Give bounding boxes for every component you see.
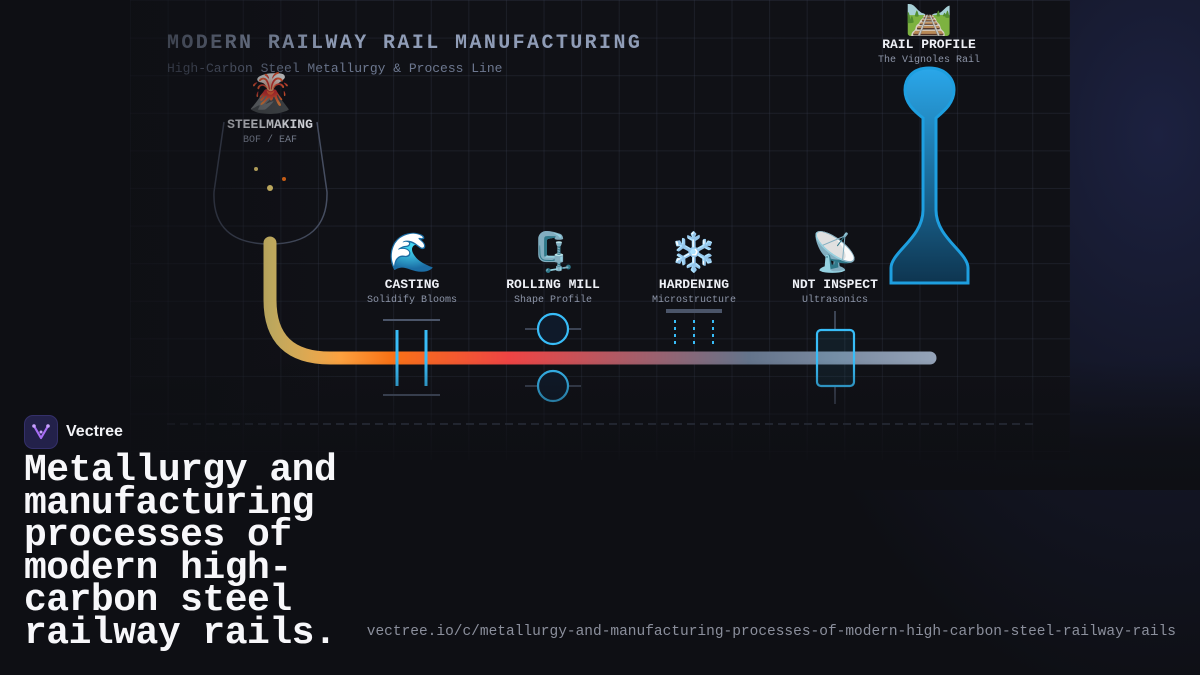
- diagram-subtitle: High-Carbon Steel Metallurgy & Process L…: [167, 61, 502, 76]
- brand-name: Vectree: [66, 423, 123, 440]
- stage-casting: 🌊 CASTING Solidify Blooms: [367, 230, 457, 306]
- stage-steelmaking: 🌋 STEELMAKING BOF / EAF: [227, 71, 313, 146]
- page-url-link[interactable]: vectree.io/c/metallurgy-and-manufacturin…: [366, 624, 1176, 640]
- headline: Metallurgy and manufacturing processes o…: [24, 449, 337, 655]
- stage-desc: BOF / EAF: [243, 134, 297, 146]
- stage-label: HARDENING: [659, 277, 729, 292]
- quench-spray-header: [666, 309, 722, 345]
- stage-hardening: ❄️ HARDENING Microstructure: [652, 230, 736, 306]
- vignoles-rail-profile: [889, 66, 970, 285]
- spark: [254, 167, 258, 171]
- stage-label: RAIL PROFILE: [882, 37, 976, 52]
- volcano-icon: 🌋: [246, 71, 293, 115]
- stage-rolling-mill: 🗜️ ROLLING MILL Shape Profile: [506, 230, 600, 306]
- stage-label: NDT INSPECT: [792, 277, 878, 292]
- stage-label: ROLLING MILL: [506, 277, 600, 292]
- railway-track-icon: 🛤️: [905, 0, 952, 37]
- spark: [282, 177, 286, 181]
- ultrasonic-probe: [815, 311, 856, 404]
- snowflake-icon: ❄️: [670, 230, 717, 274]
- stage-label: STEELMAKING: [227, 117, 313, 132]
- spark: [267, 185, 273, 191]
- stage-rail-profile: 🛤️ RAIL PROFILE The Vignoles Rail: [878, 0, 980, 66]
- brand[interactable]: Vectree: [24, 415, 123, 449]
- vectree-logo-icon: [24, 415, 58, 449]
- satellite-dish-icon: 📡: [811, 228, 858, 274]
- diagram-title: MODERN RAILWAY RAIL MANUFACTURING: [167, 32, 642, 55]
- stage-desc: Solidify Blooms: [367, 294, 457, 306]
- stage-desc: Microstructure: [652, 294, 736, 306]
- clamp-icon: 🗜️: [529, 230, 576, 274]
- stage-label: CASTING: [385, 277, 440, 292]
- stage-desc: Ultrasonics: [802, 294, 868, 306]
- stage-ndt-inspect: 📡 NDT INSPECT Ultrasonics: [792, 228, 878, 306]
- stage-desc: The Vignoles Rail: [878, 54, 980, 66]
- wave-icon: 🌊: [388, 230, 435, 274]
- stage-desc: Shape Profile: [514, 294, 592, 306]
